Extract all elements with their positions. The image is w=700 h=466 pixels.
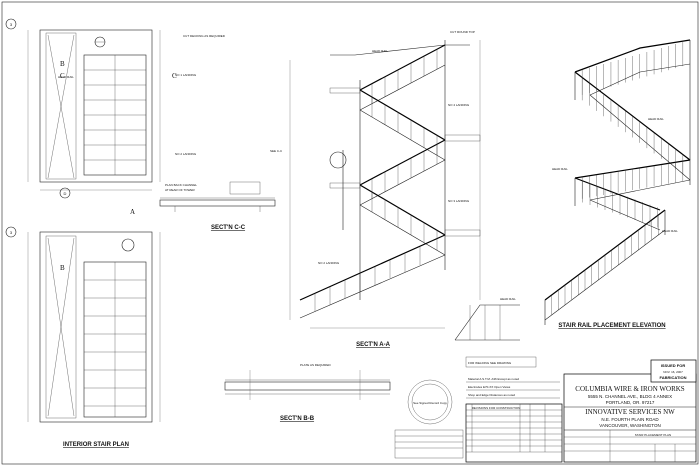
- rail-end-detail: HEAD RAIL: [454, 297, 520, 341]
- rail-note-1: HEAD RAIL: [648, 117, 664, 121]
- svg-text:PLATE AS REQUIRED: PLATE AS REQUIRED: [300, 363, 331, 367]
- svg-text:AT REAR OF TOWER: AT REAR OF TOWER: [165, 188, 195, 192]
- svg-text:NO 2 LANDING: NO 2 LANDING: [175, 152, 197, 156]
- section-cc-title: SECT'N C-C: [211, 225, 246, 231]
- section-bb-title: SECT'N B-B: [280, 416, 315, 422]
- client-address-2: VANCOUVER, WASHINGTON: [599, 423, 660, 428]
- rail-elevation: HEAD RAIL HEAD RAIL HEAD RAIL STAIR RAIL…: [544, 39, 691, 329]
- client-name: INNOVATIVE SERVICES NW: [585, 408, 675, 416]
- company-name: COLUMBIA WIRE & IRON WORKS: [575, 385, 685, 393]
- svg-text:NO 1 LANDING: NO 1 LANDING: [175, 73, 197, 77]
- client-address-1: N.E. FOURTH PLAIN ROAD: [601, 417, 659, 422]
- svg-text:B: B: [60, 264, 65, 272]
- svg-text:SEE C-C: SEE C-C: [270, 149, 283, 153]
- issued-purpose: FABRICATION: [659, 375, 686, 380]
- engineer-stamp: See Signed Record Copy: [394, 379, 464, 459]
- section-aa-stair: HEAD RAIL NO 4 LANDING NO 3 LANDING NO 2…: [183, 30, 481, 348]
- issued-box: [650, 359, 697, 383]
- rail-note-2: HEAD RAIL: [552, 167, 568, 171]
- wall-hatch: [45, 32, 77, 180]
- rail-elevation-title: STAIR RAIL PLACEMENT ELEVATION: [558, 323, 665, 329]
- svg-text:Shop and Edge Distances as not: Shop and Edge Distances as noted: [468, 393, 515, 397]
- svg-text:HEAD RAIL: HEAD RAIL: [500, 297, 516, 301]
- svg-text:CUT ROUND TOP: CUT ROUND TOP: [450, 30, 475, 34]
- svg-text:CUT DECKING AS REQUIRED: CUT DECKING AS REQUIRED: [183, 34, 226, 38]
- lower-stair-plan: 3 D B A INTERIOR STAIR PLAN: [5, 187, 161, 448]
- svg-text:NO 2 LANDING: NO 2 LANDING: [318, 261, 340, 265]
- detail-bubble-d: [59, 187, 71, 199]
- column-detail: [329, 151, 347, 169]
- detail-bubble: [5, 18, 17, 30]
- title-block: ISSUED FOR NOV. 16, 2007 FABRICATION COL…: [563, 359, 697, 463]
- svg-text:NO 3 LANDING: NO 3 LANDING: [448, 199, 470, 203]
- detail-bubble-lower: [5, 226, 17, 238]
- revision-table: REVISIONS FOR CONSTRUCTION: [465, 403, 563, 463]
- svg-text:Electrodes E70-XX Open Views: Electrodes E70-XX Open Views: [468, 385, 511, 389]
- stamp-text: See Signed Record Copy: [413, 401, 447, 405]
- svg-text:HEAD RAIL: HEAD RAIL: [372, 49, 388, 53]
- svg-text:PLAN BACK CHANNEL: PLAN BACK CHANNEL: [165, 183, 197, 187]
- svg-text:NO 4 LANDING: NO 4 LANDING: [448, 103, 470, 107]
- detail-number: 3: [10, 22, 13, 27]
- stair-well-outline-lower: [39, 231, 153, 423]
- stair-well-outline: [39, 29, 153, 183]
- revision-header: REVISIONS FOR CONSTRUCTION: [472, 406, 521, 410]
- svg-text:A: A: [130, 208, 135, 216]
- issued-date: NOV. 16, 2007: [663, 370, 683, 374]
- svg-text:HEAD RAIL: HEAD RAIL: [58, 75, 74, 79]
- sheet-title: STAIR PLACEMENT PLAN: [635, 433, 671, 437]
- stair-plan-title: INTERIOR STAIR PLAN: [63, 442, 129, 448]
- section-cc-detail: PLAN BACK CHANNEL AT REAR OF TOWER SECT'…: [159, 181, 276, 231]
- rail-note-3: HEAD RAIL: [662, 229, 678, 233]
- company-address-1: 5555 N. CHANNEL AVE., BLDG 4 ANNEX: [588, 394, 672, 399]
- svg-text:Material A.S.T.M. A36 Except a: Material A.S.T.M. A36 Except as noted: [468, 377, 519, 381]
- svg-text:D: D: [64, 191, 67, 196]
- general-notes: FOR WELDING SEE DRAWING Material A.S.T.M…: [465, 356, 560, 399]
- section-mark-c-right: C: [172, 72, 177, 80]
- company-address-2: PORTLAND, OR. 97217: [606, 400, 655, 405]
- section-mark-b: B: [60, 60, 65, 68]
- section-mark-c: C: [60, 72, 65, 80]
- svg-text:FOR WELDING SEE DRAWING: FOR WELDING SEE DRAWING: [468, 361, 512, 365]
- upper-stair-plan: 3 HEAD RAIL NO 1 LANDING NO 2 LANDING B …: [5, 18, 197, 191]
- section-aa-title: SECT'N A-A: [356, 342, 391, 348]
- section-bb-detail: PLATE AS REQUIRED SECT'N B-B: [224, 363, 391, 422]
- issued-title: ISSUED FOR: [661, 363, 686, 368]
- svg-text:3: 3: [10, 230, 13, 235]
